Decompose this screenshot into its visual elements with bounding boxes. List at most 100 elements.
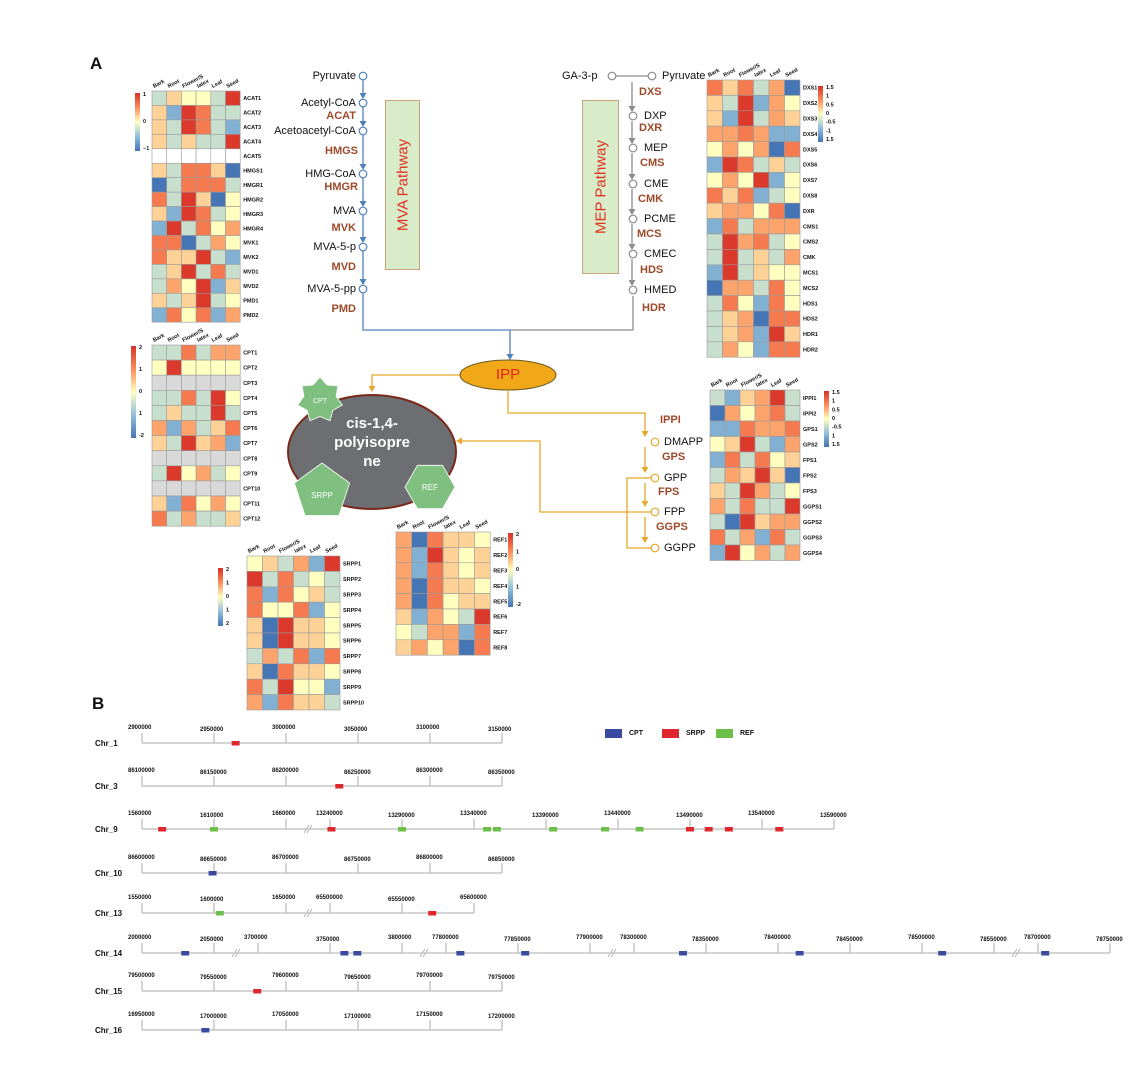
heatmap-cell bbox=[724, 482, 741, 499]
heatmap-cell bbox=[768, 218, 785, 235]
chromosome-tick-label: 79600000 bbox=[272, 973, 299, 979]
chromosome-tick-label: 86700000 bbox=[272, 855, 299, 861]
heatmap-cell bbox=[709, 467, 726, 484]
heatmap-column-label: Seed bbox=[226, 332, 240, 343]
heatmap-cell bbox=[195, 344, 212, 361]
heatmap-cell bbox=[737, 233, 754, 250]
heatmap-row-label: HMGR3 bbox=[243, 212, 263, 218]
gene-marker-cpt bbox=[795, 951, 804, 956]
chromosome-tick-label: 79550000 bbox=[200, 975, 227, 981]
mep-node bbox=[628, 111, 638, 121]
legend-tick-label: -0.5 bbox=[832, 425, 841, 431]
heatmap-cell bbox=[181, 420, 197, 436]
chromosome-tick-label: 13590000 bbox=[820, 813, 847, 819]
gene-marker-cpt bbox=[208, 871, 217, 876]
chromosome-tick-label: 13390000 bbox=[532, 813, 559, 819]
mva-pathway-title: MVA Pathway bbox=[394, 138, 411, 232]
mva-metabolite: MVA-5-pp bbox=[307, 283, 356, 295]
heatmap-cell bbox=[210, 420, 226, 436]
heatmap-cell bbox=[442, 593, 460, 610]
heatmap-cell bbox=[784, 389, 801, 406]
chromosome-tick-label: 2900000 bbox=[128, 725, 152, 731]
heatmap-cell bbox=[739, 420, 756, 437]
heatmap-row-label: CPT1 bbox=[243, 351, 257, 357]
mva-metabolite: Acetoacetyl-CoA bbox=[274, 125, 356, 137]
heatmap-cell bbox=[210, 510, 226, 527]
heatmap-cell bbox=[753, 233, 770, 250]
heatmap-cell bbox=[166, 435, 182, 452]
heatmap-cell bbox=[458, 562, 475, 579]
heatmap-cell bbox=[195, 510, 212, 527]
heatmap-cell bbox=[784, 326, 801, 343]
heatmap-cell bbox=[195, 264, 212, 280]
mva-metabolite: HMG-CoA bbox=[305, 168, 356, 180]
heatmap-cell bbox=[768, 310, 785, 327]
legend-tick-label: 2 bbox=[226, 621, 229, 627]
heatmap-cell bbox=[768, 110, 785, 127]
heatmap-cell bbox=[262, 586, 279, 603]
heatmap-row-label: MVK2 bbox=[243, 255, 258, 261]
legend-tick-label: 0 bbox=[826, 111, 829, 117]
heatmap-cell bbox=[737, 264, 754, 281]
heatmap-cell bbox=[210, 374, 226, 391]
product-label-line: polyisopre bbox=[334, 434, 410, 451]
heatmap-cell bbox=[722, 156, 739, 173]
chromosome-tick-label: 79700000 bbox=[416, 973, 443, 979]
ref-protein-label: REF bbox=[422, 483, 438, 492]
gene-marker-srpp bbox=[428, 911, 437, 916]
chromosome-tick-label: 86300000 bbox=[416, 768, 443, 774]
heatmap-cell bbox=[166, 450, 182, 467]
heatmap-cell bbox=[246, 678, 263, 695]
heatmap-cell bbox=[427, 562, 444, 579]
heatmap-cell bbox=[769, 498, 786, 515]
chromosome-tick-label: 86600000 bbox=[128, 855, 155, 861]
heatmap-cell bbox=[181, 90, 197, 106]
heatmap-cell bbox=[151, 465, 167, 482]
heatmap-cell bbox=[754, 451, 771, 468]
heatmap-cell bbox=[308, 632, 325, 649]
heatmap-row-label: HDS2 bbox=[803, 317, 818, 323]
heatmap-cell bbox=[395, 608, 412, 625]
gene-marker-srpp bbox=[686, 827, 694, 832]
heatmap-cell bbox=[753, 156, 770, 173]
heatmap-row-label: CPT5 bbox=[243, 411, 257, 417]
mep-pathway-box: MEP Pathway bbox=[582, 100, 619, 274]
chromosome-tick-label: 78450000 bbox=[836, 937, 863, 943]
heatmap-cell bbox=[442, 608, 460, 625]
heatmap-cell bbox=[246, 571, 263, 588]
heatmap-cell bbox=[308, 678, 325, 695]
legend-tick-label: 1.5 bbox=[826, 85, 834, 91]
heatmap-cell bbox=[753, 95, 770, 112]
arrow-head bbox=[628, 138, 636, 144]
legend-tick-label: 1 bbox=[832, 433, 835, 439]
heatmap-cell bbox=[739, 498, 756, 515]
heatmap-cell bbox=[225, 220, 241, 236]
heatmap-cell bbox=[706, 264, 723, 281]
heatmap-cell bbox=[246, 586, 263, 603]
heatmap-row-label: CPT12 bbox=[243, 517, 260, 523]
heatmap-cell bbox=[195, 119, 212, 135]
heatmap-cell bbox=[246, 555, 263, 572]
heatmap-cell bbox=[722, 249, 739, 266]
heatmap-cell bbox=[166, 510, 182, 527]
heatmap-cell bbox=[754, 529, 771, 546]
legend-tick-label: 1 bbox=[516, 585, 519, 591]
heatmap-cell bbox=[210, 105, 226, 121]
heatmap-cell bbox=[706, 95, 723, 112]
mep-enzyme: HDS bbox=[640, 264, 664, 276]
heatmap-cell bbox=[722, 110, 739, 127]
heatmap-row-label: MCS1 bbox=[803, 271, 818, 277]
legend-tick-label: 1.5 bbox=[826, 137, 834, 143]
heatmap-cell bbox=[210, 264, 226, 280]
heatmap-cell bbox=[706, 341, 723, 358]
heatmap-cell bbox=[166, 389, 182, 406]
heatmap-row-label: ACAT2 bbox=[243, 111, 261, 117]
heatmap-cell bbox=[151, 344, 167, 361]
legend-tick-label: 1 bbox=[516, 550, 519, 556]
mva-enzyme: MVK bbox=[331, 222, 356, 234]
heatmap-row-label: MCS2 bbox=[803, 286, 818, 292]
heatmap-cell bbox=[166, 177, 182, 193]
heatmap-cell bbox=[754, 467, 771, 484]
heatmap-row-label: SRPP4 bbox=[343, 608, 362, 614]
heatmap-cell bbox=[308, 648, 325, 665]
